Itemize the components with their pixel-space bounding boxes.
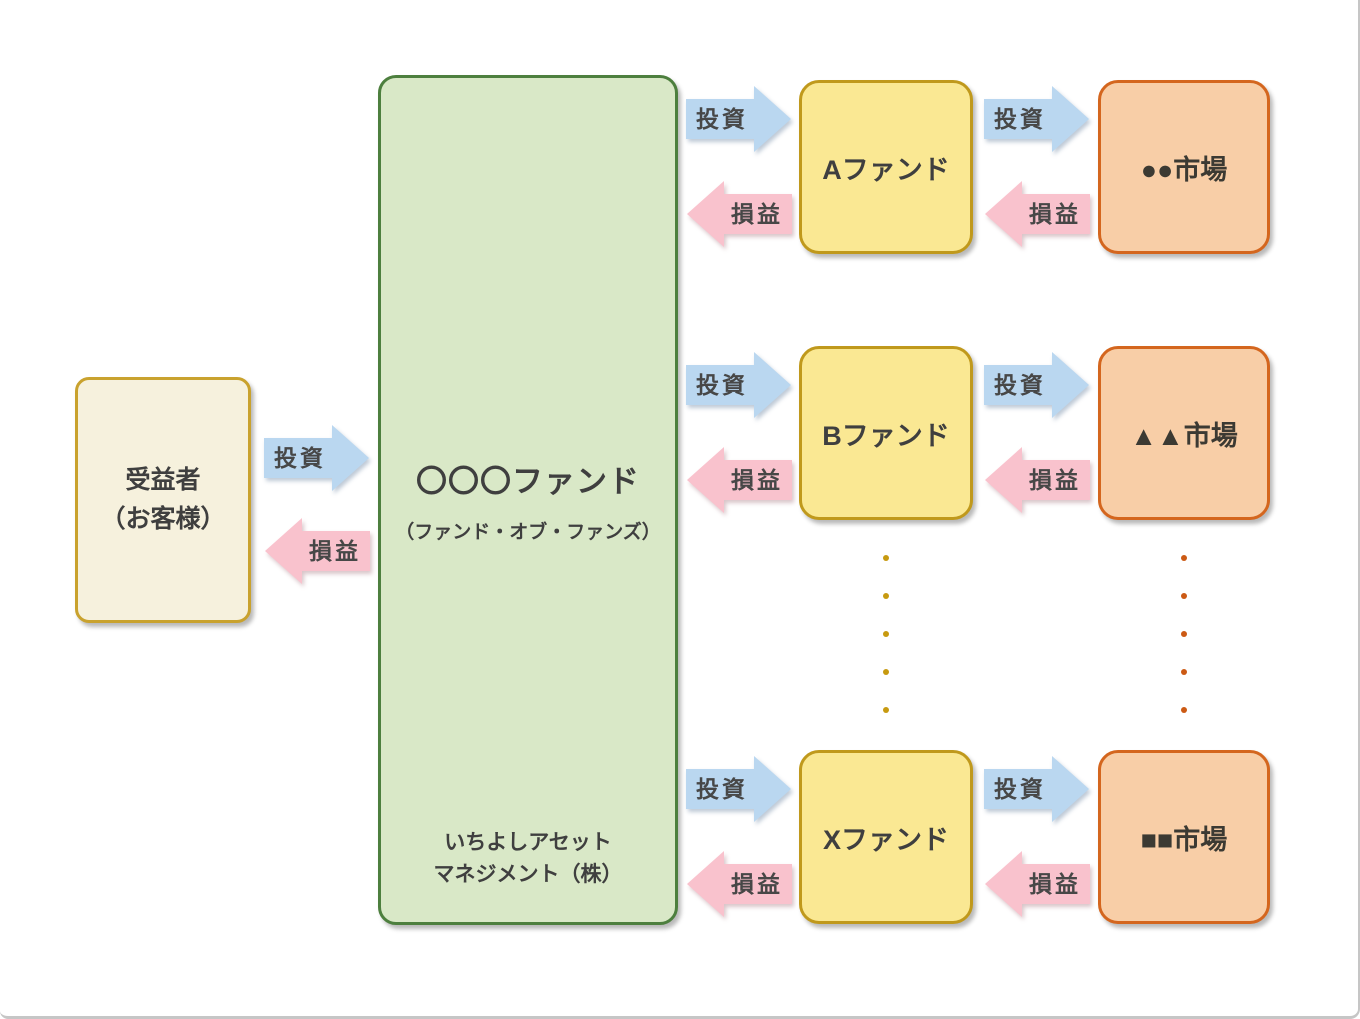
profit-loss-arrow-market-to-fund-x: 損益 [985, 851, 1090, 917]
profit-loss-arrow-label: 損益 [1029, 467, 1081, 493]
fund-box-b: Bファンド [799, 346, 973, 520]
invest-arrow-fund-a-to-market: 投資 [984, 86, 1089, 152]
invest-arrow-label: 投資 [696, 372, 748, 398]
market-box-3: ■■市場 [1098, 750, 1270, 924]
manager-line2: マネジメント（株） [433, 863, 623, 887]
profit-loss-arrow-label: 損益 [309, 538, 361, 564]
invest-arrow-parent-to-fund-b: 投資 [686, 352, 791, 418]
profit-loss-arrow-fund-a-to-parent: 損益 [687, 181, 792, 247]
parent-fund-title: 〇〇〇ファンド [416, 464, 640, 499]
profit-loss-arrow-label: 損益 [731, 201, 783, 227]
profit-loss-arrow-label: 損益 [1029, 871, 1081, 897]
profit-loss-arrow-market-to-fund-a: 損益 [985, 181, 1090, 247]
invest-arrow-fund-b-to-market: 投資 [984, 352, 1089, 418]
fund-x-label: Xファンド [822, 824, 949, 855]
invest-arrow-label: 投資 [994, 372, 1046, 398]
market-column-ellipsis-dots [1181, 555, 1187, 713]
fund-box-a: Aファンド [799, 80, 973, 254]
invest-arrow-label: 投資 [696, 776, 748, 802]
invest-arrow-label: 投資 [696, 106, 748, 132]
invest-arrow-label: 投資 [994, 106, 1046, 132]
fund-column-ellipsis-dots [883, 555, 889, 713]
manager-line1: いちよしアセット [444, 830, 612, 854]
invest-arrow-label: 投資 [274, 445, 326, 471]
market-box-2: ▲▲市場 [1098, 346, 1270, 520]
invest-arrow-parent-to-fund-x: 投資 [686, 756, 791, 822]
profit-loss-arrow-parent-to-beneficiary: 損益 [265, 518, 370, 584]
beneficiary-label-line2: （お客様） [100, 505, 226, 533]
invest-arrow-fund-x-to-market: 投資 [984, 756, 1089, 822]
market-box-1: ●●市場 [1098, 80, 1270, 254]
beneficiary-box: 受益者 （お客様） [75, 377, 251, 623]
profit-loss-arrow-fund-b-to-parent: 損益 [687, 447, 792, 513]
profit-loss-arrow-market-to-fund-b: 損益 [985, 447, 1090, 513]
fund-box-x: Xファンド [799, 750, 973, 924]
parent-fund-box: 〇〇〇ファンド （ファンド・オブ・ファンズ） いちよしアセット マネジメント（株… [378, 75, 678, 925]
fund-a-label: Aファンド [822, 154, 950, 185]
parent-fund-subtitle: （ファンド・オブ・ファンズ） [395, 522, 661, 543]
fund-b-label: Bファンド [822, 420, 950, 451]
profit-loss-arrow-fund-x-to-parent: 損益 [687, 851, 792, 917]
parent-fund-manager: いちよしアセット マネジメント（株） [381, 827, 675, 892]
beneficiary-label-line1: 受益者 [125, 466, 201, 495]
market-1-label: ●●市場 [1140, 154, 1228, 185]
profit-loss-arrow-label: 損益 [731, 871, 783, 897]
market-2-label: ▲▲市場 [1130, 420, 1238, 451]
invest-arrow-beneficiary-to-parent: 投資 [264, 425, 369, 491]
market-3-label: ■■市場 [1140, 824, 1228, 855]
profit-loss-arrow-label: 損益 [1029, 201, 1081, 227]
invest-arrow-label: 投資 [994, 776, 1046, 802]
invest-arrow-parent-to-fund-a: 投資 [686, 86, 791, 152]
profit-loss-arrow-label: 損益 [731, 467, 783, 493]
